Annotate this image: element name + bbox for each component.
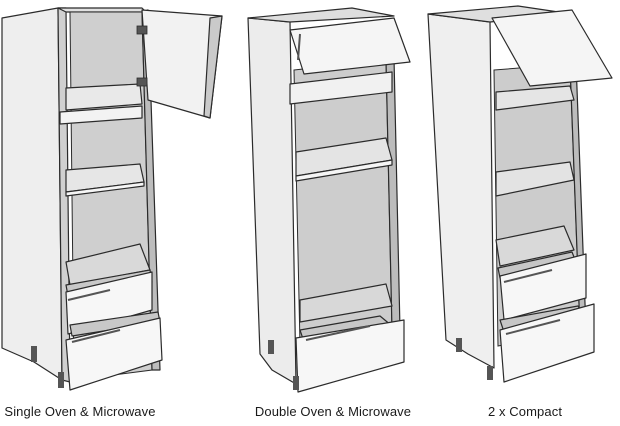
cabinet2-top <box>247 7 395 23</box>
cabinet1-drawer-lower-front <box>65 317 163 391</box>
caption-double-oven-microwave: Double Oven & Microwave <box>254 404 412 419</box>
cabinet3-drawer-lower-front <box>499 303 595 383</box>
cabinet1-shelf-upper <box>65 83 143 111</box>
cabinet1-top <box>57 7 147 13</box>
cabinet3-drawer-upper-runner <box>503 269 553 283</box>
caption-single-oven-microwave: Single Oven & Microwave <box>4 404 156 419</box>
caption-two-compact: 2 x Compact <box>487 404 563 419</box>
cabinet1-leg <box>31 346 37 362</box>
cabinet3-shelf-3 <box>495 225 575 267</box>
cabinet1-shelf-middle-front <box>65 181 145 197</box>
cabinet1-side-panel <box>1 7 63 381</box>
cabinet2-leg <box>268 340 274 354</box>
cabinet3-drawer-lower-runner <box>505 319 561 335</box>
cabinet3-side-panel <box>427 13 495 369</box>
cabinet3-leg <box>487 366 493 380</box>
hinge-icon <box>136 77 148 87</box>
hinge-icon <box>136 25 148 35</box>
cabinet2-leg <box>293 376 299 390</box>
cabinet2-bottom-shelf <box>299 283 393 323</box>
cabinet2-drawer-runner <box>305 325 371 341</box>
cabinet2-shelf-front <box>295 159 393 182</box>
cabinet2-door-stay <box>297 33 301 61</box>
cabinet3-shelf-1 <box>495 85 575 111</box>
cabinet1-drawer-upper-front <box>65 271 153 335</box>
cabinet-single-oven-microwave <box>1 7 223 391</box>
cabinet1-drawer-upper-runner <box>67 289 111 301</box>
cabinet2-lift-door <box>289 17 411 75</box>
cabinet3-lift-door <box>491 9 613 87</box>
cabinet1-door-edge <box>203 15 223 119</box>
cabinet1-shelf-upper-front <box>59 105 143 125</box>
cabinet1-drawer-lower-runner <box>71 329 121 343</box>
cabinet-double-oven-microwave <box>247 7 411 393</box>
cabinet1-leg <box>58 372 64 388</box>
cabinet3-leg <box>456 338 462 352</box>
cabinet3-shelf-2 <box>495 161 575 197</box>
cabinet-two-compact <box>427 5 613 383</box>
cabinet2-front-rail <box>289 71 393 105</box>
cabinet3-drawer-upper-front <box>499 253 587 321</box>
cabinet2-side-panel <box>247 17 297 385</box>
